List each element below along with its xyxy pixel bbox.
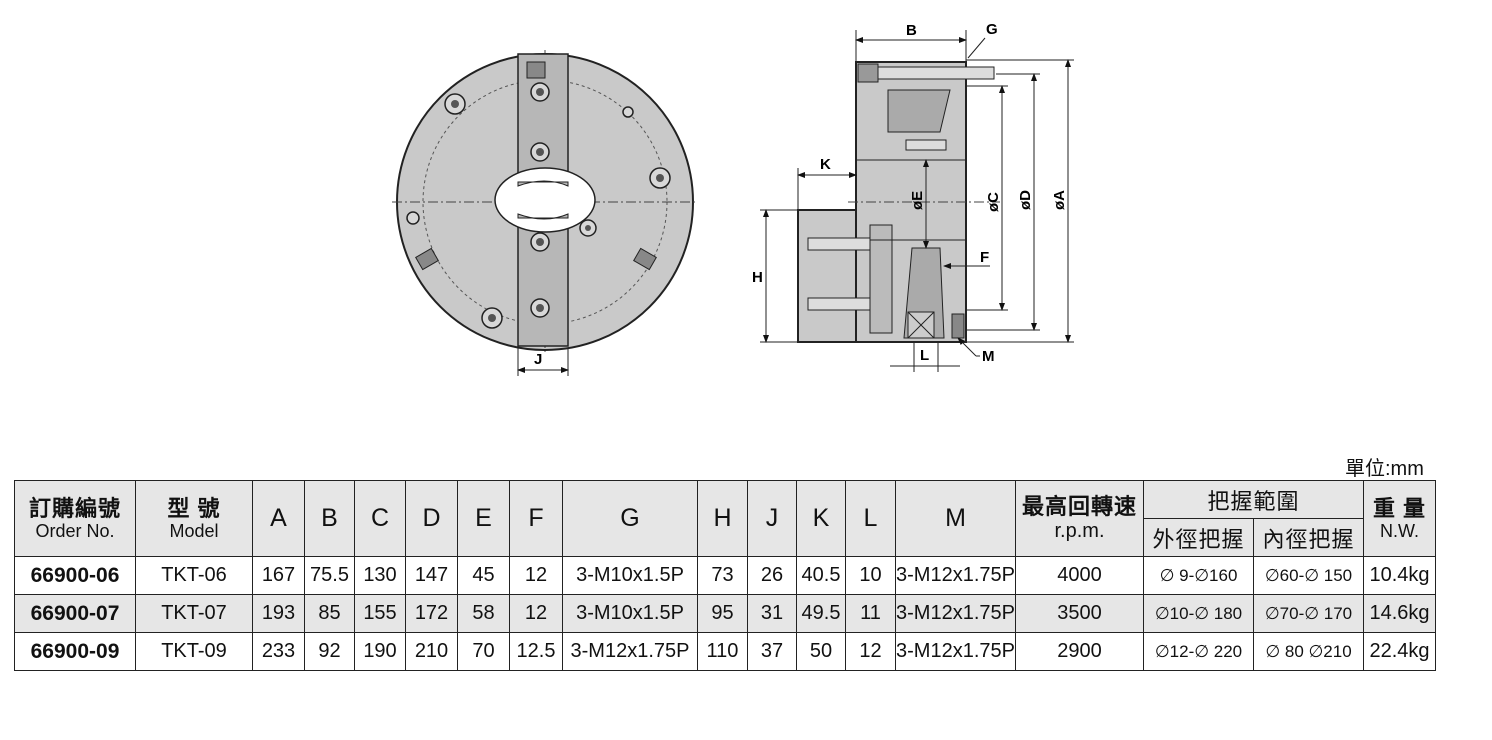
dim-h-label: H <box>752 269 763 286</box>
cell-order: 66900-06 <box>14 556 136 595</box>
cell-j: 31 <box>747 594 797 633</box>
cell-inner: ∅70-∅ 170 <box>1253 594 1364 633</box>
cell-d: 172 <box>405 594 458 633</box>
cell-f: 12 <box>509 556 563 595</box>
header-grip-outer: 外徑把握 <box>1143 518 1254 557</box>
cell-e: 70 <box>457 632 510 671</box>
cell-d: 147 <box>405 556 458 595</box>
cell-c: 155 <box>354 594 406 633</box>
header-grip-range: 把握範圍 <box>1143 480 1364 519</box>
cell-order: 66900-07 <box>14 594 136 633</box>
cell-f: 12.5 <box>509 632 563 671</box>
technical-drawings: J B G K H <box>392 21 1074 376</box>
cell-model: TKT-09 <box>135 632 253 671</box>
cell-m: 3-M12x1.75P <box>895 632 1016 671</box>
dim-m-label: M <box>982 348 995 365</box>
header-k: K <box>796 480 846 557</box>
unit-label: 單位:mm <box>1345 458 1424 480</box>
cell-a: 233 <box>252 632 305 671</box>
cell-h: 95 <box>697 594 748 633</box>
dim-g-label: G <box>986 21 998 38</box>
cell-g: 3-M10x1.5P <box>562 556 698 595</box>
dim-f-label: F <box>980 249 989 266</box>
cell-l: 12 <box>845 632 896 671</box>
cell-m: 3-M12x1.75P <box>895 556 1016 595</box>
table-row: 66900-07 TKT-07 193 85 155 172 58 12 3-M… <box>14 594 1436 633</box>
cell-f: 12 <box>509 594 563 633</box>
cell-k: 40.5 <box>796 556 846 595</box>
cell-inner: ∅60-∅ 150 <box>1253 556 1364 595</box>
dim-b-label: B <box>906 22 917 39</box>
header-grip-inner: 內徑把握 <box>1253 518 1364 557</box>
dim-d-label: øD <box>1017 190 1034 210</box>
cell-m: 3-M12x1.75P <box>895 594 1016 633</box>
cell-h: 73 <box>697 556 748 595</box>
cell-c: 130 <box>354 556 406 595</box>
dim-k-label: K <box>820 156 831 173</box>
cell-weight: 10.4kg <box>1363 556 1436 595</box>
cell-g: 3-M12x1.75P <box>562 632 698 671</box>
cell-a: 193 <box>252 594 305 633</box>
header-f: F <box>509 480 563 557</box>
dim-c-label: øC <box>985 192 1002 212</box>
cell-l: 11 <box>845 594 896 633</box>
cell-outer: ∅10-∅ 180 <box>1143 594 1254 633</box>
cell-rpm: 4000 <box>1015 556 1144 595</box>
cell-k: 49.5 <box>796 594 846 633</box>
header-e: E <box>457 480 510 557</box>
dim-j-label: J <box>534 351 542 368</box>
cell-j: 26 <box>747 556 797 595</box>
cell-c: 190 <box>354 632 406 671</box>
cell-model: TKT-07 <box>135 594 253 633</box>
cell-b: 92 <box>304 632 355 671</box>
cell-outer: ∅12-∅ 220 <box>1143 632 1254 671</box>
cell-rpm: 3500 <box>1015 594 1144 633</box>
cell-outer: ∅ 9-∅160 <box>1143 556 1254 595</box>
table-row: 66900-09 TKT-09 233 92 190 210 70 12.5 3… <box>14 632 1436 671</box>
header-j: J <box>747 480 797 557</box>
cell-b: 85 <box>304 594 355 633</box>
cell-a: 167 <box>252 556 305 595</box>
cell-l: 10 <box>845 556 896 595</box>
cell-order: 66900-09 <box>14 632 136 671</box>
cell-inner: ∅ 80 ∅210 <box>1253 632 1364 671</box>
chuck-side-view: B G K H øE øC øD øA F L <box>752 21 1074 372</box>
dim-l-label: L <box>920 347 929 364</box>
header-b: B <box>304 480 355 557</box>
table-subheader-row: 外徑把握 內徑把握 <box>15 518 1436 557</box>
cell-b: 75.5 <box>304 556 355 595</box>
table-row: 66900-06 TKT-06 167 75.5 130 147 45 12 3… <box>14 556 1436 595</box>
cell-model: TKT-06 <box>135 556 253 595</box>
cell-weight: 14.6kg <box>1363 594 1436 633</box>
header-d: D <box>405 480 458 557</box>
cell-k: 50 <box>796 632 846 671</box>
header-h: H <box>697 480 748 557</box>
header-a: A <box>252 480 305 557</box>
chuck-front-view: J <box>392 50 698 376</box>
cell-d: 210 <box>405 632 458 671</box>
cell-g: 3-M10x1.5P <box>562 594 698 633</box>
cell-e: 45 <box>457 556 510 595</box>
cell-rpm: 2900 <box>1015 632 1144 671</box>
cell-h: 110 <box>697 632 748 671</box>
dim-a-label: øA <box>1051 190 1068 210</box>
cell-e: 58 <box>457 594 510 633</box>
cell-weight: 22.4kg <box>1363 632 1436 671</box>
header-c: C <box>354 480 406 557</box>
header-g: G <box>562 480 698 557</box>
cell-j: 37 <box>747 632 797 671</box>
header-m: M <box>895 480 1016 557</box>
header-l: L <box>845 480 896 557</box>
dim-e-label: øE <box>909 191 926 210</box>
